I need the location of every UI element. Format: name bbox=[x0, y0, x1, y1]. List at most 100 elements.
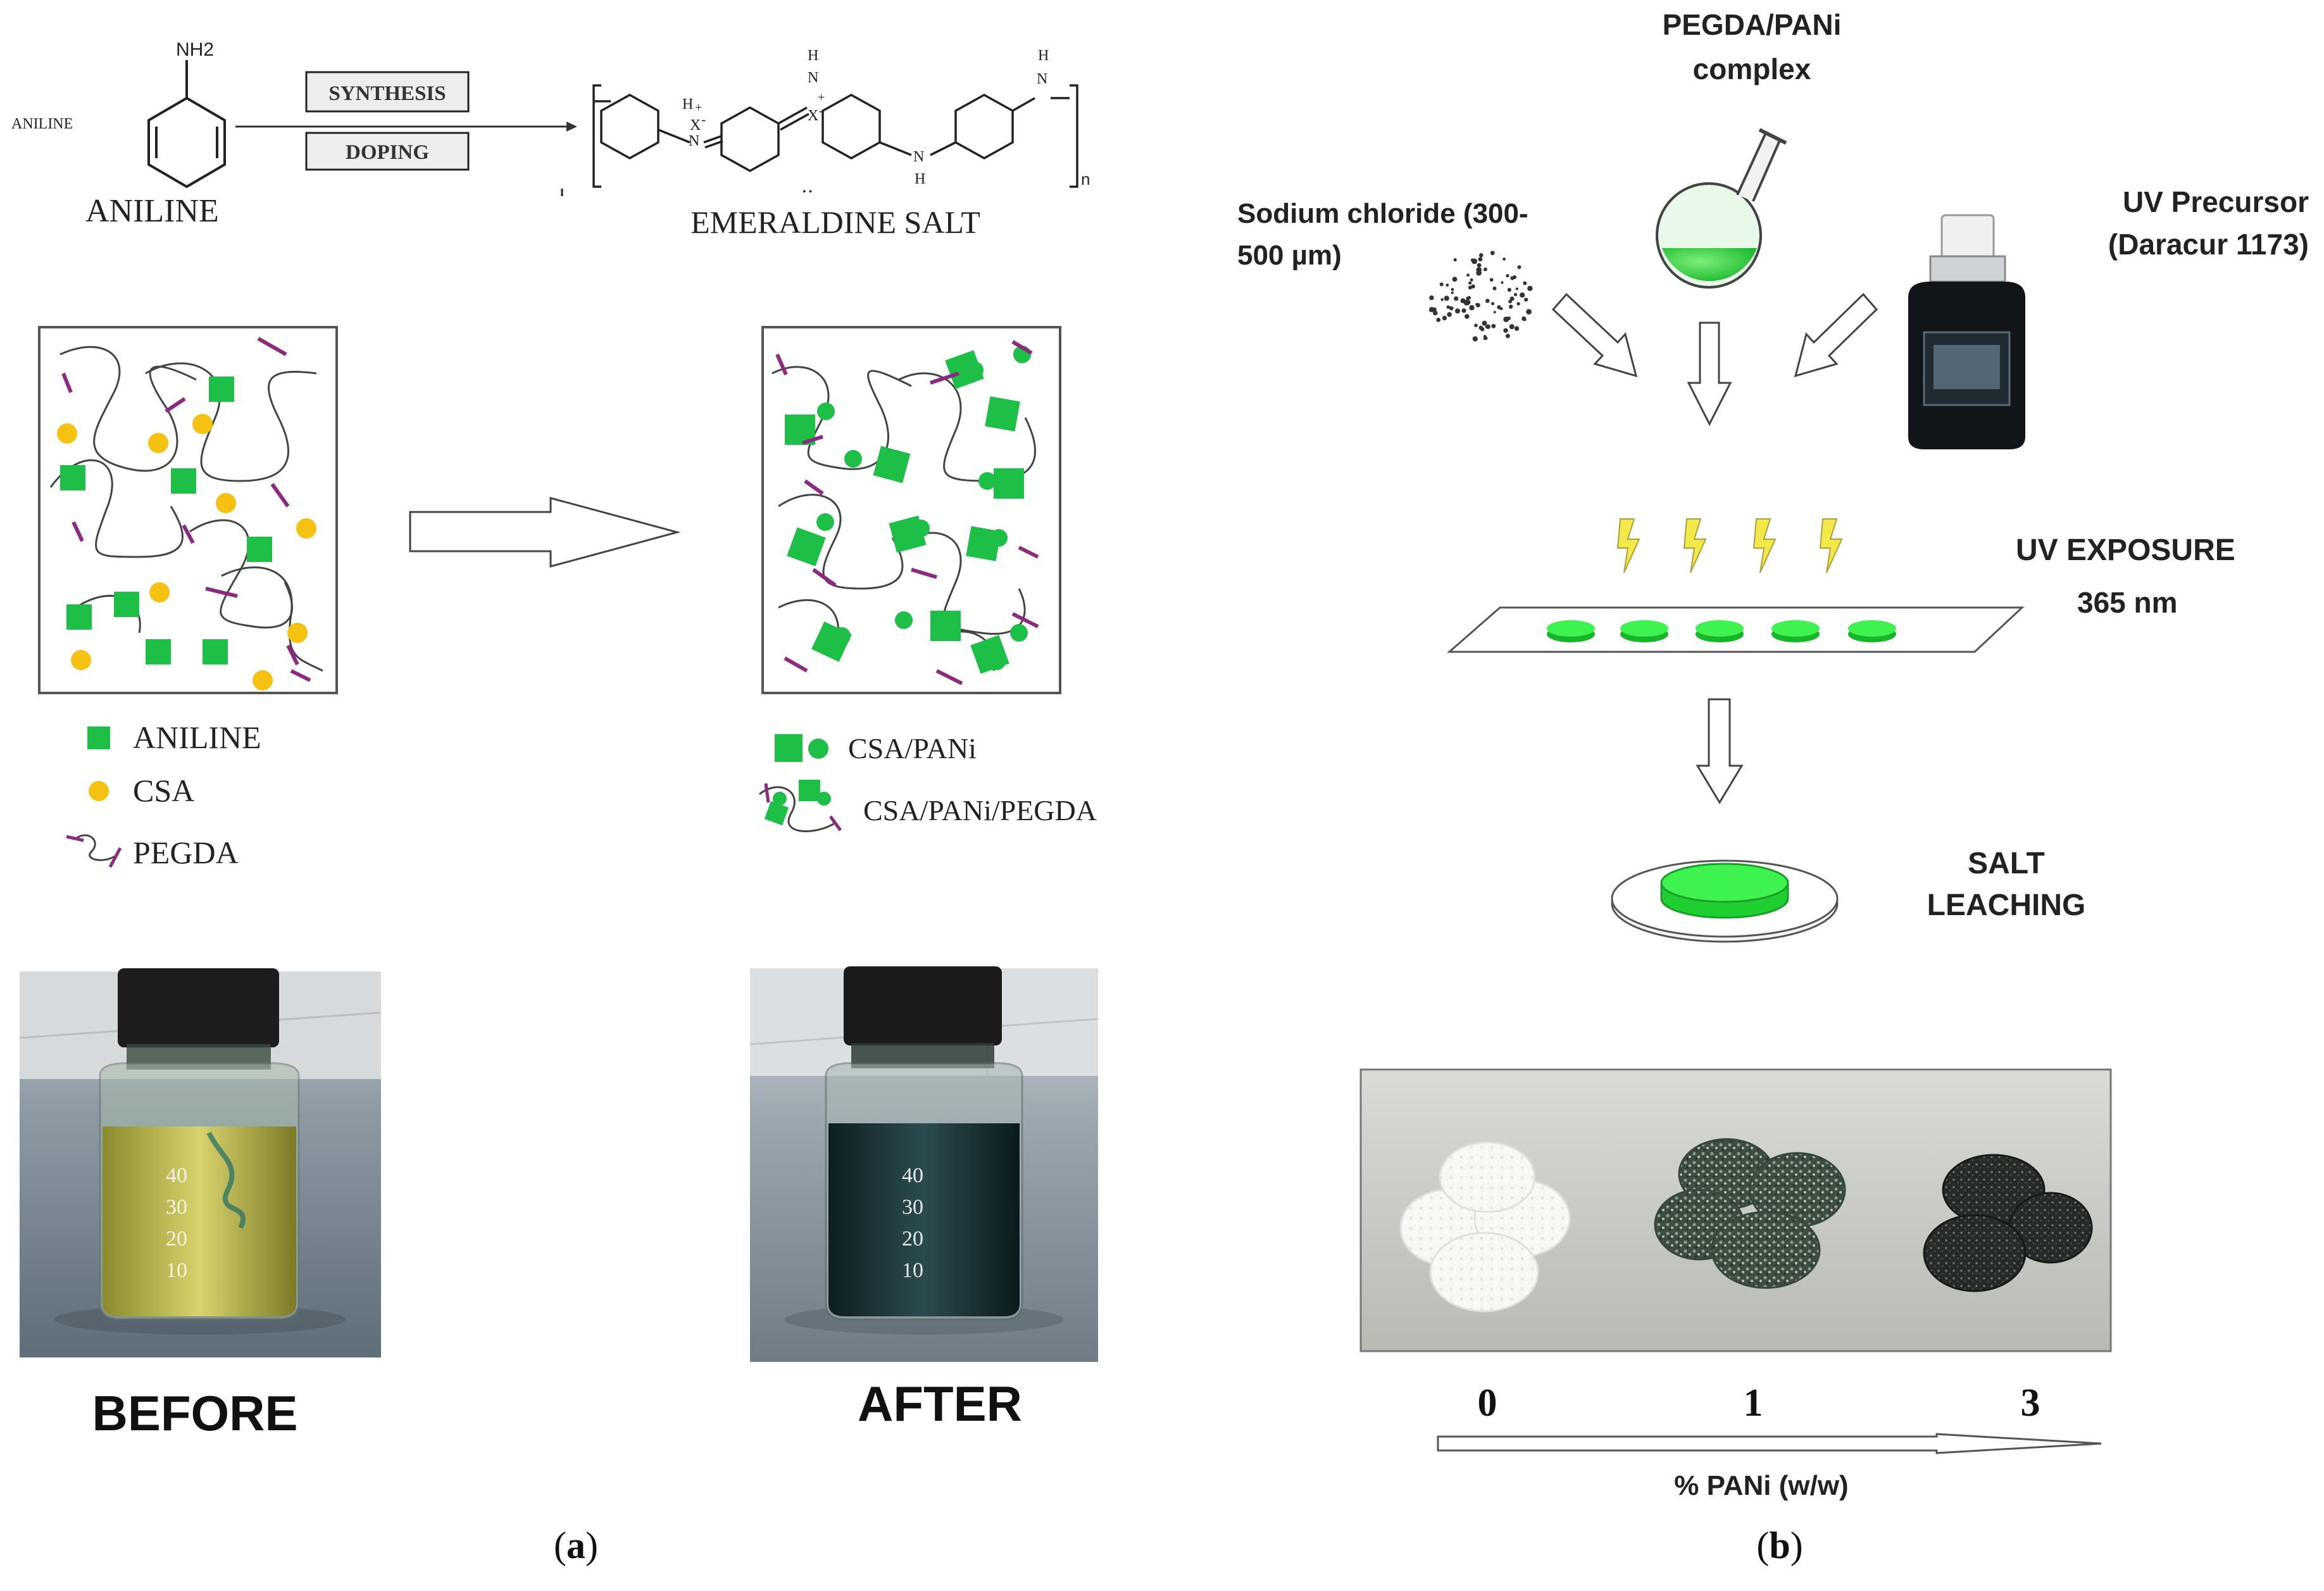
legend-pegda-chain-icon bbox=[66, 834, 122, 868]
before-composition-box bbox=[38, 326, 338, 694]
legend-csa-pani-square-icon bbox=[775, 734, 803, 762]
aniline-small-label: ANILINE bbox=[11, 116, 73, 132]
salt-grain bbox=[1451, 291, 1454, 294]
input-arrows bbox=[1551, 292, 1878, 427]
uv-precursor-bottle-icon bbox=[1908, 214, 2025, 449]
csa-dot bbox=[287, 623, 308, 643]
svg-text:+: + bbox=[818, 90, 825, 104]
uv-precursor-label: UV Precursor bbox=[2123, 185, 2309, 218]
polymer-discs bbox=[1547, 620, 1896, 642]
salt-grain bbox=[1526, 309, 1532, 315]
csa-pani-dot bbox=[1010, 624, 1028, 642]
svg-text:N: N bbox=[1037, 71, 1047, 87]
salt-grain bbox=[1489, 278, 1494, 282]
csa-pani-square bbox=[873, 446, 911, 484]
uv-bolt-icon bbox=[1616, 518, 1640, 573]
csa-pani-square bbox=[985, 396, 1020, 432]
pani-gradient-arrow bbox=[1437, 1433, 2102, 1454]
salt-grain bbox=[1515, 287, 1518, 290]
aniline-square bbox=[60, 465, 85, 490]
panel-b-caption: (b) bbox=[1756, 1525, 1802, 1566]
scaffold-samples-photo bbox=[1359, 1068, 2112, 1352]
salt-grain bbox=[1451, 288, 1454, 291]
pegda-pani-label: PEGDA/PANi bbox=[1663, 8, 1842, 41]
salt-grain bbox=[1516, 302, 1520, 306]
salt-grain bbox=[1509, 304, 1513, 309]
synthesis-box bbox=[305, 71, 470, 113]
salt-grain bbox=[1485, 325, 1488, 328]
salt-grain bbox=[1514, 326, 1520, 331]
pani-axis-label: % PANi (w/w) bbox=[1674, 1470, 1848, 1501]
synthesis-step-label: SYNTHESIS bbox=[328, 82, 446, 105]
svg-text:+: + bbox=[695, 101, 702, 115]
salt-grain bbox=[1476, 267, 1482, 273]
uv-light-bolts bbox=[1616, 518, 1843, 573]
pegda-crosslink bbox=[205, 587, 238, 598]
salt-grain bbox=[1461, 308, 1466, 313]
salt-grain bbox=[1470, 278, 1473, 282]
csa-pani-dot bbox=[966, 361, 984, 379]
repeat-unit-subscript: n bbox=[1081, 170, 1090, 189]
after-vial-photo: 40 30 20 10 bbox=[749, 966, 1099, 1362]
salt-grain bbox=[1509, 324, 1515, 330]
aniline-square bbox=[171, 468, 196, 494]
salt-grain bbox=[1493, 311, 1496, 314]
legend-csa-pani-pegda-icon bbox=[759, 780, 842, 832]
csa-dot bbox=[149, 582, 170, 602]
salt-grain bbox=[1465, 314, 1470, 319]
pegda-crosslink bbox=[257, 337, 287, 356]
pegda-crosslink bbox=[290, 669, 311, 682]
salt-grain bbox=[1505, 334, 1510, 339]
salt-grain bbox=[1485, 299, 1490, 303]
uv-bolt-icon bbox=[1752, 518, 1777, 573]
salt-grain bbox=[1454, 296, 1459, 301]
polymer-disc-top bbox=[1771, 620, 1820, 637]
before-legend: ANILINE CSA PEGDA bbox=[66, 720, 261, 870]
salt-grain bbox=[1507, 287, 1511, 292]
salt-grain bbox=[1517, 265, 1521, 270]
petri-dish-icon bbox=[1611, 859, 1839, 943]
salt-grain bbox=[1479, 253, 1484, 258]
csa-pani-dot bbox=[988, 652, 1006, 670]
csa-pani-square bbox=[994, 468, 1024, 499]
csa-dot bbox=[57, 423, 77, 444]
scaffold-3-pani bbox=[1923, 1154, 2093, 1292]
before-vial-photo: 40 30 20 10 bbox=[19, 968, 382, 1357]
legend-csa-pani-dot-icon bbox=[808, 739, 828, 759]
aniline-structure bbox=[147, 60, 226, 189]
csa-dot bbox=[192, 414, 213, 434]
salt-grain bbox=[1478, 325, 1484, 330]
csa-dot bbox=[296, 518, 316, 539]
csa-pani-dot bbox=[895, 611, 913, 629]
salt-grain bbox=[1428, 307, 1435, 313]
salt-grain bbox=[1452, 277, 1458, 282]
csa-pani-square bbox=[930, 611, 961, 641]
svg-text:• •: • • bbox=[803, 187, 812, 197]
sodium-chloride-label: Sodium chloride (300- bbox=[1237, 198, 1528, 229]
svg-text:X: X bbox=[690, 117, 701, 134]
salt-grain bbox=[1475, 303, 1478, 306]
uv-precursor-name-label: (Daracur 1173) bbox=[2108, 228, 2309, 261]
leaching-arrow bbox=[1696, 698, 1744, 804]
salt-grain bbox=[1432, 310, 1438, 316]
after-legend: CSA/PANi CSA/PANi/PEGDA bbox=[759, 732, 1097, 832]
aniline-square bbox=[247, 537, 272, 562]
salt-grain bbox=[1527, 285, 1533, 291]
salt-grain bbox=[1524, 297, 1528, 302]
pegda-crosslink bbox=[1011, 612, 1039, 628]
aniline-square bbox=[203, 639, 228, 664]
svg-text:N: N bbox=[913, 149, 924, 165]
salt-grain bbox=[1509, 296, 1515, 301]
sodium-chloride-size-label: 500 µm) bbox=[1237, 240, 1342, 271]
aniline-square bbox=[66, 604, 92, 630]
salt-grain bbox=[1447, 312, 1452, 317]
pegda-crosslink bbox=[1018, 546, 1039, 559]
csa-pani-dot bbox=[978, 472, 996, 490]
salt-grain bbox=[1442, 316, 1447, 321]
svg-text:20: 20 bbox=[902, 1227, 923, 1251]
pegda-crosslink bbox=[270, 483, 290, 508]
pani-level-3: 3 bbox=[2021, 1382, 2040, 1425]
scaffold-0-pani bbox=[1399, 1141, 1571, 1313]
svg-text:-: - bbox=[701, 111, 706, 127]
